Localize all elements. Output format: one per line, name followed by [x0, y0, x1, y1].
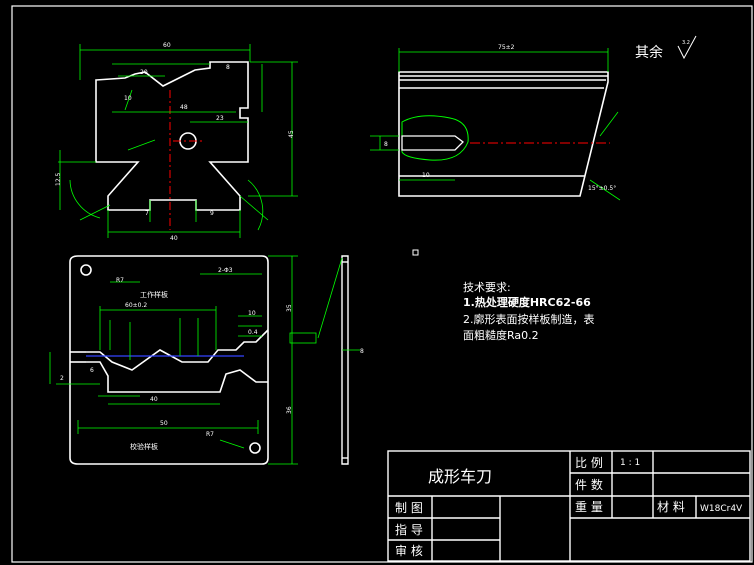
checked-label: 指 导: [395, 522, 423, 537]
drawing-title: 成形车刀: [428, 467, 492, 486]
tech-req-heading: 技术要求:: [463, 281, 511, 294]
tech-req-item2a: 2.廓形表面按样板制造，表: [463, 312, 595, 326]
front-view-dimension-lines: [58, 44, 298, 238]
technical-requirements: 技术要求: 1.热处理硬度HRC62-66 2.廓形表面按样板制造，表 面粗糙度…: [463, 281, 595, 342]
thin-plate-side-view: [341, 255, 349, 465]
tech-req-item2b: 面粗糙度Ra0.2: [463, 328, 539, 342]
front-view-center-lines: [169, 90, 203, 230]
roughness-symbol-icon: [677, 35, 697, 60]
dim-bottom-R-lower: R7: [206, 431, 214, 438]
template-plate: [69, 255, 269, 465]
dim-bottom-60: 60±0.2: [125, 302, 147, 309]
thin-plate-dims: [289, 257, 360, 351]
side-view-tool: [398, 71, 609, 197]
dim-right-angle: 15°±0.5°: [588, 185, 616, 192]
template-dimension-texts: 工作样板 校验样板 R7 2-Φ3 60±0.2 50 40 35 36 10 …: [60, 267, 293, 451]
dim-top-7: 7: [145, 210, 149, 217]
material-label: 材 料: [657, 500, 685, 514]
title-block-texts: 成形车刀 比 例 1 : 1 件 数 重 量 材 料 W18Cr4V 制 图 指…: [395, 456, 743, 558]
front-view-dimension-texts: 60 20 8 48 23 40 45 10 12.5 7 9: [55, 42, 295, 242]
quantity-label: 件 数: [575, 477, 603, 492]
dim-top-48: 48: [180, 104, 188, 111]
template-dimension-lines: [49, 255, 298, 465]
dim-top-12-5: 12.5: [55, 172, 62, 186]
dim-top-8: 8: [226, 64, 230, 71]
title-block-grid: [387, 450, 751, 562]
dim-bottom-R: R7: [116, 277, 124, 284]
dim-side-8: 8: [360, 348, 364, 355]
drawn-label: 制 图: [395, 501, 423, 515]
dim-top-9: 9: [210, 210, 214, 217]
front-view-tool-profile: [95, 61, 249, 211]
dim-top-23: 23: [216, 115, 224, 122]
scale-label: 比 例: [575, 456, 603, 470]
dim-bottom-6: 6: [90, 367, 94, 374]
dim-top-20: 20: [140, 69, 148, 76]
dim-bottom-2-93: 2-Φ3: [218, 267, 233, 274]
dim-right-8: 8: [384, 141, 388, 148]
side-view-dimension-texts: 75±2 10 8 15°±0.5°: [384, 44, 616, 192]
dim-bottom-36: 36: [286, 406, 293, 414]
tech-req-item1: 1.热处理硬度HRC62-66: [463, 295, 591, 309]
side-view-dimension-lines: [370, 48, 621, 201]
dim-bottom-35: 35: [286, 304, 293, 312]
dim-bottom-50: 50: [160, 420, 168, 427]
check-template-label: 校验样板: [130, 442, 158, 451]
material-value: W18Cr4V: [700, 504, 743, 514]
dim-bottom-40: 40: [150, 396, 158, 403]
dim-bottom-0-4: 0.4: [248, 329, 258, 336]
side-view-bore: [401, 135, 464, 151]
roughness-symbol-value: 3.2: [682, 40, 690, 46]
dim-top-45: 45: [288, 130, 295, 138]
dim-right-75: 75±2: [498, 44, 515, 51]
dim-bottom-2: 2: [60, 375, 64, 382]
marker-square: [412, 249, 419, 256]
dim-top-40: 40: [170, 235, 178, 242]
work-template-label: 工作样板: [140, 290, 168, 299]
dim-bottom-10: 10: [248, 310, 256, 317]
scale-value: 1 : 1: [620, 458, 640, 468]
weight-label: 重 量: [575, 500, 603, 514]
dim-top-width: 60: [163, 42, 171, 49]
approved-label: 审 核: [395, 543, 423, 558]
side-view-section-hatch: [401, 115, 469, 161]
dim-top-r10: 10: [124, 95, 132, 102]
dim-right-10: 10: [422, 172, 430, 179]
drawing-frame: [11, 5, 753, 563]
roughness-note-label: 其余: [635, 44, 663, 61]
